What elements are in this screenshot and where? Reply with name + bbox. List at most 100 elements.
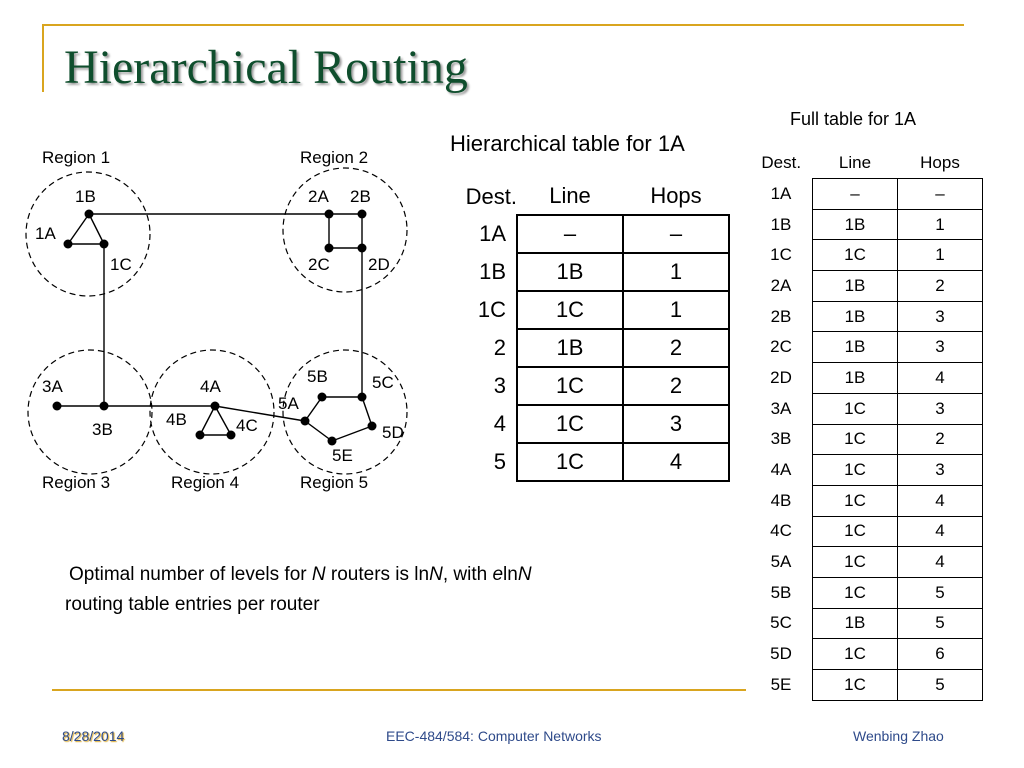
- cell-line: 1C: [812, 576, 898, 609]
- footer-course: EEC-484/584: Computer Networks: [386, 728, 602, 744]
- router-1B-label: 1B: [75, 187, 96, 206]
- cell-dest: 3: [493, 373, 506, 398]
- cell-line: 1B: [812, 300, 898, 333]
- cell-dest: 2D: [770, 367, 792, 387]
- cell-line: –: [516, 214, 624, 254]
- cell-line: 1C: [812, 454, 898, 486]
- region-2-circle: [282, 167, 408, 293]
- cell-hops: 2: [622, 328, 730, 368]
- cell-line: –: [812, 178, 898, 210]
- cell-dest: 5B: [770, 582, 792, 602]
- cell-line: 1C: [812, 546, 898, 578]
- cell-line: 1C: [516, 290, 624, 330]
- cell-dest: 2B: [770, 306, 792, 326]
- optimal-levels-note: Optimal number of levels for N routers i…: [65, 560, 729, 620]
- region-1-label: Region 1: [42, 148, 110, 167]
- cell-hops: –: [622, 214, 730, 254]
- cell-dest: 3B: [770, 429, 792, 449]
- cell-dest: 2C: [770, 337, 792, 357]
- cell-dest: 1B: [770, 214, 792, 234]
- cell-dest: 4A: [770, 460, 792, 480]
- note-var-n: N: [429, 564, 443, 585]
- cell-hops: 1: [622, 290, 730, 330]
- router-5B-label: 5B: [307, 367, 328, 386]
- cell-dest: 1A: [770, 183, 792, 203]
- table-row: 1A––: [430, 214, 730, 254]
- cell-line: 1B: [812, 607, 898, 640]
- cell-line: 1B: [812, 362, 898, 394]
- router-5E-label: 5E: [332, 446, 353, 465]
- table-row: 1A––: [750, 178, 983, 210]
- router-3A-label: 3A: [42, 377, 63, 396]
- cell-dest: 5: [493, 449, 506, 474]
- region-5-circle: [282, 349, 408, 475]
- note-text: ln: [503, 564, 518, 585]
- cell-line: 1C: [812, 515, 898, 548]
- cell-hops: 2: [622, 366, 730, 406]
- router-2B-label: 2B: [350, 187, 371, 206]
- cell-hops: 2: [897, 270, 983, 302]
- cell-line: 1C: [812, 484, 898, 517]
- cell-dest: 4C: [770, 521, 792, 541]
- header-dest: Dest.: [761, 153, 802, 173]
- cell-dest: 1B: [479, 259, 506, 284]
- cell-hops: 1: [622, 252, 730, 292]
- cell-dest: 1C: [770, 245, 792, 265]
- cell-dest: 4B: [770, 490, 792, 510]
- router-5A-label: 5A: [278, 394, 299, 413]
- header-hops: Hops: [650, 183, 702, 208]
- cell-dest: 5C: [770, 613, 792, 633]
- cell-line: 1C: [516, 366, 624, 406]
- cell-hops: 3: [897, 331, 983, 364]
- left-rule: [42, 24, 44, 92]
- cell-line: 1B: [812, 331, 898, 364]
- cell-hops: 3: [622, 404, 730, 444]
- hierarchical-header-row: Dest. Line Hops: [430, 178, 729, 215]
- bottom-rule: [52, 689, 746, 691]
- cell-hops: 6: [897, 638, 983, 670]
- region-1-circle: [25, 171, 151, 297]
- router-4B-label: 4B: [166, 410, 187, 429]
- cell-line: 1B: [516, 252, 624, 292]
- cell-line: 1C: [812, 638, 898, 670]
- cell-line: 1C: [812, 392, 898, 425]
- cell-line: 1B: [812, 270, 898, 302]
- cell-line: 1C: [812, 423, 898, 456]
- note-text: Optimal number of levels for: [69, 564, 312, 585]
- cell-hops: 5: [897, 669, 983, 701]
- cell-hops: 4: [897, 362, 983, 394]
- router-4A-label: 4A: [200, 377, 221, 396]
- header-line: Line: [838, 153, 872, 172]
- cell-dest: 5D: [770, 644, 792, 664]
- router-1C-label: 1C: [110, 255, 132, 274]
- cell-line: 1B: [516, 328, 624, 368]
- full-table-title: Full table for 1A: [790, 109, 917, 129]
- router-2A-label: 2A: [308, 187, 329, 206]
- cell-line: 1C: [516, 404, 624, 444]
- cell-line: 1B: [812, 208, 898, 241]
- region-3-label: Region 3: [42, 473, 110, 492]
- cell-dest: 5A: [770, 552, 792, 572]
- top-rule: [42, 24, 964, 26]
- cell-hops: 1: [897, 208, 983, 241]
- cell-dest: 5E: [770, 674, 792, 694]
- router-5D-label: 5D: [382, 423, 404, 442]
